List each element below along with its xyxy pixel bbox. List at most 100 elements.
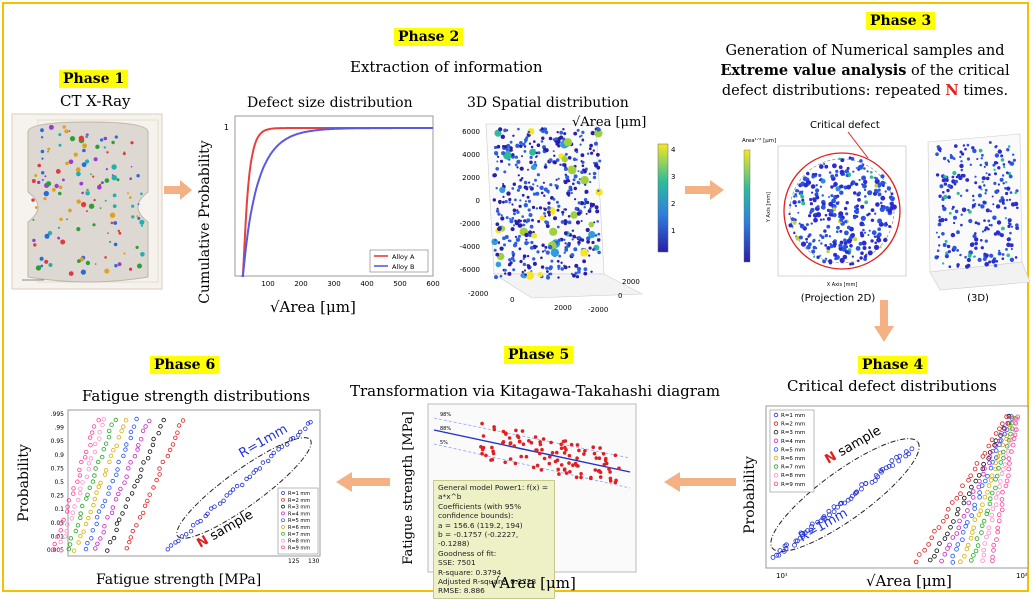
p4-point xyxy=(1002,426,1008,432)
spatial-defect-dot xyxy=(549,272,553,276)
spatial-defect-dot xyxy=(563,138,573,147)
sim-defect-dot xyxy=(824,213,828,217)
sim3d-defect-dot xyxy=(947,195,951,199)
sim3d-defect-dot xyxy=(952,157,956,160)
p6-point xyxy=(138,437,144,442)
p5-point xyxy=(559,463,564,467)
sim-defect-dot xyxy=(838,157,841,161)
sim3d-defect-dot xyxy=(997,149,1002,154)
fatigue-strength-chart: Probability .995.990.950.90.750.50.250.1… xyxy=(16,409,321,564)
p6-legend-item: R=5 mm xyxy=(288,518,310,524)
p4-point xyxy=(969,513,974,518)
sim3d-defect-dot xyxy=(985,253,989,258)
sim3d-defect-dot xyxy=(974,241,978,246)
sim-defect-dot xyxy=(864,195,867,198)
ct-defect-dot xyxy=(92,223,96,227)
sim-defect-dot xyxy=(816,255,820,259)
p4-point xyxy=(1006,442,1011,448)
p4-point xyxy=(947,542,952,548)
spatial-defect-dot xyxy=(512,259,516,262)
p4-point xyxy=(990,459,995,465)
spatial-defect-dot xyxy=(523,269,527,272)
spatial-defect-dot xyxy=(519,144,523,148)
sim-defect-dot xyxy=(836,194,840,198)
p4-point xyxy=(926,542,931,547)
sim-defect-dot xyxy=(807,180,812,185)
spatial-defect-dot xyxy=(529,148,537,156)
sim3d-defect-dot xyxy=(938,244,941,247)
sim3d-defect-dot xyxy=(998,249,1001,252)
sim-defect-dot xyxy=(852,170,855,173)
spatial-defect-dot xyxy=(530,164,537,171)
sim-defect-dot xyxy=(843,244,847,249)
p4-point xyxy=(974,536,980,541)
p4-point xyxy=(958,559,963,565)
spatial-defect-dot xyxy=(596,220,599,223)
sim-defect-dot xyxy=(842,254,848,260)
ct-defect-dot xyxy=(127,192,129,195)
phase5-title: Transformation via Kitagawa-Takahashi di… xyxy=(350,382,721,400)
ct-defect-dot xyxy=(59,217,63,221)
sim3d-defect-dot xyxy=(1004,217,1008,220)
fit-line-0: General model Power1: f(x) = a*x^b xyxy=(438,483,549,502)
sim3d-defect-dot xyxy=(958,175,963,181)
ct-defect-dot xyxy=(66,218,68,221)
p6-point xyxy=(147,418,152,424)
p4-point xyxy=(936,525,942,530)
sim-defect-dot xyxy=(828,259,833,264)
spatial-defect-dot xyxy=(526,218,531,223)
p5-point xyxy=(539,468,544,472)
p6-point xyxy=(107,459,112,465)
p6-point xyxy=(150,442,156,448)
p5-point xyxy=(549,440,553,445)
p4-point xyxy=(979,523,985,529)
spatial-defect-dot xyxy=(557,204,561,208)
p4-point xyxy=(965,542,971,548)
p6-point xyxy=(147,492,152,497)
p4-point xyxy=(1000,449,1006,455)
spatial-defect-dot xyxy=(497,226,502,232)
spatial-defect-dot xyxy=(595,188,603,196)
sim3d-defect-dot xyxy=(988,260,992,264)
ct-defect-dot xyxy=(99,207,102,209)
sim-defect-dot xyxy=(864,200,869,205)
spatial-defect-dot xyxy=(540,265,545,269)
p4-point xyxy=(989,512,995,518)
p6-point xyxy=(115,467,120,472)
sim-defect-dot xyxy=(862,246,867,250)
sim3d-defect-dot xyxy=(1005,248,1008,251)
spatial-defect-dot xyxy=(534,160,537,164)
spatial-defect-dot xyxy=(500,134,505,139)
sim-defect-dot xyxy=(824,244,828,247)
spatial-defect-dot xyxy=(509,261,513,265)
sim-defect-dot xyxy=(838,243,843,248)
spatial-defect-dot xyxy=(561,156,568,163)
sim-defect-dot xyxy=(845,212,849,216)
sim3d-defect-dot xyxy=(1000,154,1004,158)
p4-point xyxy=(981,547,986,553)
p6-point-r1 xyxy=(260,460,266,465)
arrow-p5-p6 xyxy=(336,472,390,492)
spatial-defect-dot xyxy=(529,155,533,159)
spatial-defect-dot xyxy=(498,127,503,132)
p5-point xyxy=(480,451,484,456)
sim3d-defect-dot xyxy=(976,157,979,161)
p4-point-r1 xyxy=(800,534,806,540)
p6-point-r1 xyxy=(247,474,253,479)
p6-point-r1 xyxy=(257,466,263,471)
spatial-defect-dot xyxy=(587,209,592,213)
p6-point xyxy=(114,521,120,526)
spatial-defect-dot xyxy=(583,206,586,209)
sim-defect-dot xyxy=(826,216,831,221)
sim3d-defect-dot xyxy=(995,145,998,148)
ct-defect-dot xyxy=(99,183,102,186)
sim-defect-dot xyxy=(800,241,807,247)
ct-defect-dot xyxy=(73,152,78,157)
spatial-defect-dot xyxy=(514,198,517,202)
sim-defect-dot xyxy=(840,158,845,163)
p4-legend-item: R=6 mm xyxy=(781,456,805,462)
p4-point xyxy=(976,473,982,478)
p6-legend-item: R=1 mm xyxy=(288,491,310,497)
sim-defect-dot xyxy=(824,257,828,260)
spatial-defect-dot xyxy=(525,238,528,241)
